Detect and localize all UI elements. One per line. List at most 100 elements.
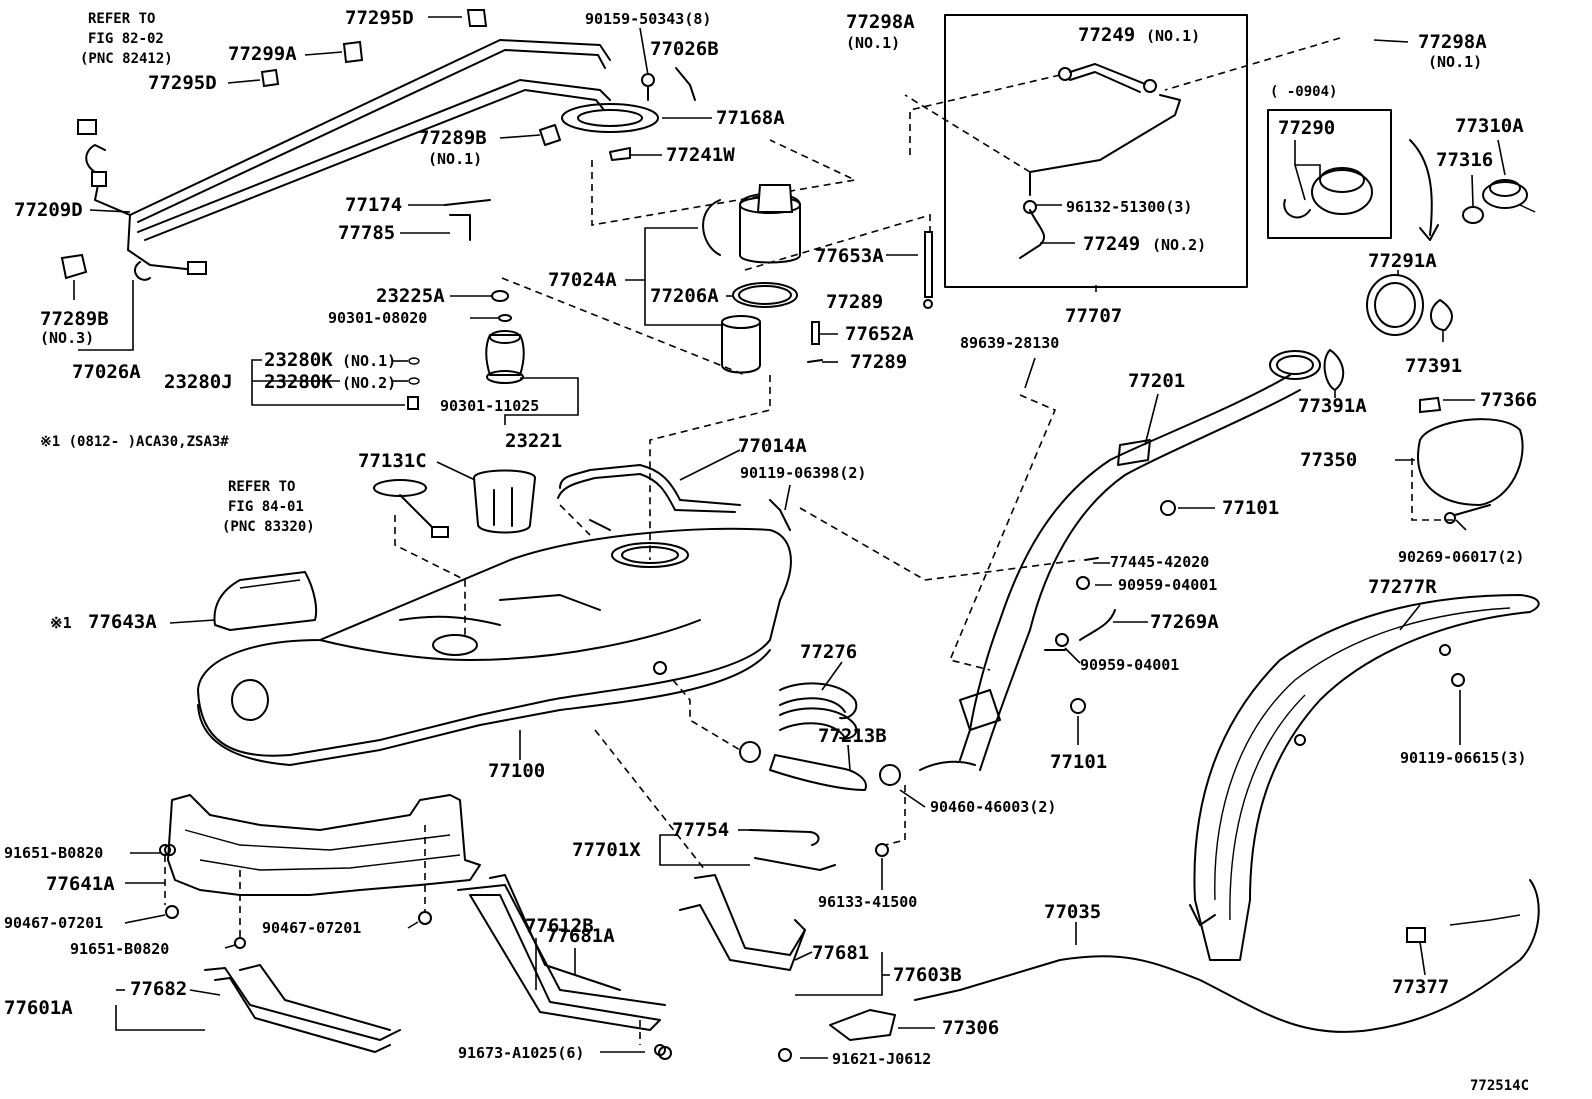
part-77289B-variant: (NO.3) [40, 329, 94, 347]
part-77101: 77101 [1222, 497, 1279, 519]
sender-gauge-drawing [373, 469, 536, 635]
pump-ring-drawing [539, 67, 858, 226]
part-77316: 77316 [1436, 149, 1493, 171]
vent-hose-drawing [557, 464, 926, 581]
part-77024A: 77024A [548, 269, 617, 291]
part-77612B: 77612B [525, 915, 594, 937]
footnote-applicability: ※1 (0812- )ACA30,ZSA3# [40, 434, 229, 450]
breather-tube-drawing [749, 829, 889, 871]
part-77603B: 77603B [893, 964, 962, 986]
part-77201: 77201 [1128, 370, 1185, 392]
part-77785: 77785 [338, 222, 395, 244]
part-77295D: 77295D [148, 72, 217, 94]
part-77289: 77289 [826, 291, 883, 313]
rods-drawing [807, 231, 933, 363]
part-77391: 77391 [1405, 355, 1462, 377]
line-art [60, 9, 1540, 1062]
part-77653A: 77653A [815, 245, 884, 267]
fender-liner-drawing [1189, 594, 1540, 961]
part-90467-07201: 90467-07201 [4, 914, 103, 932]
part-91651-B0820: 91651-B0820 [4, 844, 103, 862]
part-77014A: 77014A [738, 435, 807, 457]
part-77682: 77682 [130, 978, 187, 1000]
part-77707: 77707 [1065, 305, 1122, 327]
filler-pipe-drawing [919, 350, 1321, 771]
part-77298A: 77298A [1418, 31, 1487, 53]
part-77295D: 77295D [345, 7, 414, 29]
part-90301-11025: 90301-11025 [440, 397, 539, 415]
part-90119-06615: 90119-06615(3) [1400, 749, 1526, 767]
part-96133-41500: 96133-41500 [818, 893, 917, 911]
refer-note-2-line2: FIG 84-01 [228, 499, 304, 515]
refer-note-2-line3: (PNC 83320) [222, 519, 315, 535]
fuel-pump-drawing [649, 74, 1061, 560]
refer-note-2-line1: REFER TO [228, 479, 295, 495]
part-90119-06398: 90119-06398(2) [740, 464, 866, 482]
part-77289B: 77289B [418, 127, 487, 149]
part-23280J: 23280J [164, 371, 233, 393]
part-77289: 77289 [850, 351, 907, 373]
part-90467-07201: 90467-07201 [262, 919, 361, 937]
part-77310A: 77310A [1455, 115, 1524, 137]
part-77298A-variant: (NO.1) [846, 34, 900, 52]
heat-insulator-drawing [213, 571, 318, 631]
part-23280K: 23280K [264, 349, 333, 371]
clips-drawing [407, 199, 746, 410]
part-77290: 77290 [1278, 117, 1335, 139]
part-91651-B0820: 91651-B0820 [70, 940, 169, 958]
refer-note-1-line2: FIG 82-02 [88, 31, 164, 47]
part-77277R: 77277R [1368, 576, 1437, 598]
diagram-id: 772514C [1470, 1078, 1529, 1094]
leader-lines [73, 16, 1506, 1059]
protector-drawing [159, 794, 481, 949]
bolts-drawing [164, 500, 1465, 1056]
part-77681: 77681 [812, 942, 869, 964]
part-77209D: 77209D [14, 199, 83, 221]
part-90959-04001: 90959-04001 [1080, 656, 1179, 674]
opener-cable-drawing [914, 879, 1540, 1033]
part-77641A: 77641A [46, 873, 115, 895]
part-77276: 77276 [800, 641, 857, 663]
part-90959-04001: 90959-04001 [1118, 576, 1217, 594]
fuel-pipes-drawing [60, 9, 611, 281]
labels: REFER TO FIG 82-02 (PNC 82412) REFER TO … [4, 7, 1537, 1094]
tank-straps-drawing [204, 874, 896, 1062]
part-77445-42020: 77445-42020 [1110, 553, 1209, 571]
refer-note-1-line3: (PNC 82412) [80, 51, 173, 67]
part-77299A: 77299A [228, 43, 297, 65]
part-90301-08020: 90301-08020 [328, 309, 427, 327]
star-marker: ※1 [50, 614, 72, 632]
part-23221: 23221 [505, 430, 562, 452]
part-77249-variant: (NO.1) [1146, 27, 1200, 45]
part-77754: 77754 [672, 819, 729, 841]
filler-hoses-drawing [594, 679, 906, 871]
part-77350: 77350 [1300, 449, 1357, 471]
part-77391A: 77391A [1298, 395, 1367, 417]
part-77241W: 77241W [666, 144, 735, 166]
part-77100: 77100 [488, 760, 545, 782]
part-77174: 77174 [345, 194, 402, 216]
part-77681A: 77681A [546, 925, 615, 947]
part-77213B: 77213B [818, 725, 887, 747]
fuel-tank-drawing [197, 527, 792, 766]
part-77026B: 77026B [650, 38, 719, 60]
part-77643A: 77643A [88, 611, 157, 633]
part-77291A: 77291A [1368, 250, 1437, 272]
part-77601A: 77601A [4, 997, 73, 1019]
part-77131C: 77131C [358, 450, 427, 472]
part-77249: 77249 [1083, 233, 1140, 255]
date-range-note: ( -0904) [1270, 84, 1337, 100]
part-77269A: 77269A [1150, 611, 1219, 633]
part-23225A: 23225A [376, 285, 445, 307]
part-77206A: 77206A [650, 285, 719, 307]
part-77366: 77366 [1480, 389, 1537, 411]
part-23280K-variant: (NO.2) [342, 374, 396, 392]
part-77035: 77035 [1044, 901, 1101, 923]
part-23280K: 23280K [264, 371, 333, 393]
part-77306: 77306 [942, 1017, 999, 1039]
refer-note-1-line1: REFER TO [88, 11, 155, 27]
part-90159-50343: 90159-50343(8) [585, 10, 711, 28]
part-77101: 77101 [1050, 751, 1107, 773]
fuel-door-drawing [1411, 396, 1524, 521]
part-77377: 77377 [1392, 976, 1449, 998]
